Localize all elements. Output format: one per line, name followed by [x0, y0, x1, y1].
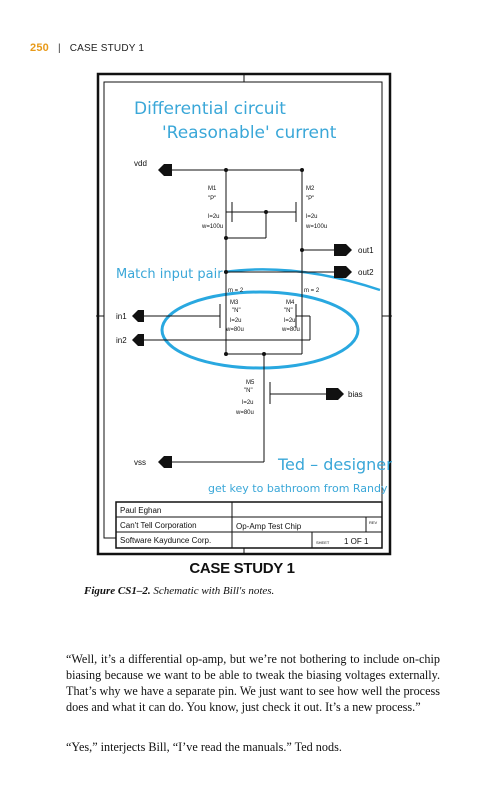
- schematic-figure: Differential circuit 'Reasonable' curren…: [96, 72, 392, 556]
- m4-w: w=80u: [281, 327, 300, 333]
- in1-label: in1: [116, 312, 127, 321]
- vdd-pin-icon: [158, 164, 172, 176]
- title-block-sheet-label: SHEET: [316, 540, 330, 545]
- caption-label: Figure CS1–2.: [84, 585, 151, 597]
- title-block-chip: Op-Amp Test Chip: [236, 522, 302, 531]
- note-match-pair: Match input pair: [116, 267, 223, 282]
- m1-w: w=100u: [201, 224, 223, 230]
- bias-pin-icon: [326, 388, 344, 400]
- match-pair-ellipse: [160, 290, 360, 370]
- junction-dots: [224, 168, 304, 356]
- title-block-row2: Can't Tell Corporation: [120, 521, 197, 530]
- out1-pin-icon: [334, 244, 352, 256]
- out2-label: out2: [358, 268, 374, 277]
- m3-type: "N": [232, 308, 241, 314]
- m2-type: "P": [306, 196, 314, 202]
- vss-pin-icon: [158, 456, 172, 468]
- in1-pin-icon: [132, 310, 144, 322]
- circuit-wires: [144, 169, 334, 463]
- m4-name: M4: [286, 300, 295, 306]
- m3-name: M3: [230, 300, 239, 306]
- title-block-rev: REV: [369, 520, 378, 525]
- m4-type: "N": [284, 308, 293, 314]
- note-designer: Ted – designer: [277, 455, 392, 474]
- out1-label: out1: [358, 246, 374, 255]
- m3-l: l=2u: [230, 318, 242, 324]
- m2-w: w=100u: [305, 224, 327, 230]
- vdd-label: vdd: [134, 159, 147, 168]
- title-block: Paul Eghan Can't Tell Corporation Softwa…: [115, 501, 383, 549]
- note-title-line1: Differential circuit: [134, 99, 286, 119]
- section-title: CASE STUDY 1: [69, 43, 145, 54]
- m2-name: M2: [306, 186, 315, 192]
- page-number: 250: [30, 42, 49, 54]
- figure-caption: Figure CS1–2. Schematic with Bill's note…: [84, 585, 274, 597]
- caption-text: Schematic with Bill's notes.: [153, 585, 275, 597]
- m1-l: l=2u: [208, 214, 220, 220]
- bias-label: bias: [348, 390, 363, 399]
- m1-name: M1: [208, 186, 217, 192]
- in2-pin-icon: [132, 334, 144, 346]
- vss-label: vss: [134, 458, 146, 467]
- m1-type: "P": [208, 196, 216, 202]
- m3-m: m = 2: [228, 288, 244, 294]
- figure-title: CASE STUDY 1: [189, 560, 295, 577]
- note-key: get key to bathroom from Randy: [208, 482, 388, 495]
- body-paragraph-2: “Yes,” interjects Bill, “I’ve read the m…: [66, 740, 342, 754]
- body-paragraph-1: “Well, it’s a differential op-amp, but w…: [66, 652, 440, 714]
- title-block-row3: Software Kaydunce Corp.: [120, 536, 211, 545]
- running-header: 250 | CASE STUDY 1: [30, 42, 144, 54]
- out2-pin-icon: [334, 266, 352, 278]
- pin-flags: [132, 164, 352, 468]
- in2-label: in2: [116, 336, 127, 345]
- m5-type: "N": [244, 388, 253, 394]
- title-block-row1: Paul Eghan: [120, 506, 161, 515]
- m4-m: m = 2: [304, 288, 320, 294]
- header-separator: |: [57, 43, 61, 54]
- m3-w: w=80u: [225, 327, 244, 333]
- m5-l: l=2u: [242, 400, 254, 406]
- m5-name: M5: [246, 380, 255, 386]
- m5-w: w=80u: [235, 410, 254, 416]
- m2-l: l=2u: [306, 214, 318, 220]
- note-title-line2: 'Reasonable' current: [162, 123, 337, 143]
- m4-l: l=2u: [284, 318, 296, 324]
- title-block-sheet: 1 OF 1: [344, 537, 369, 546]
